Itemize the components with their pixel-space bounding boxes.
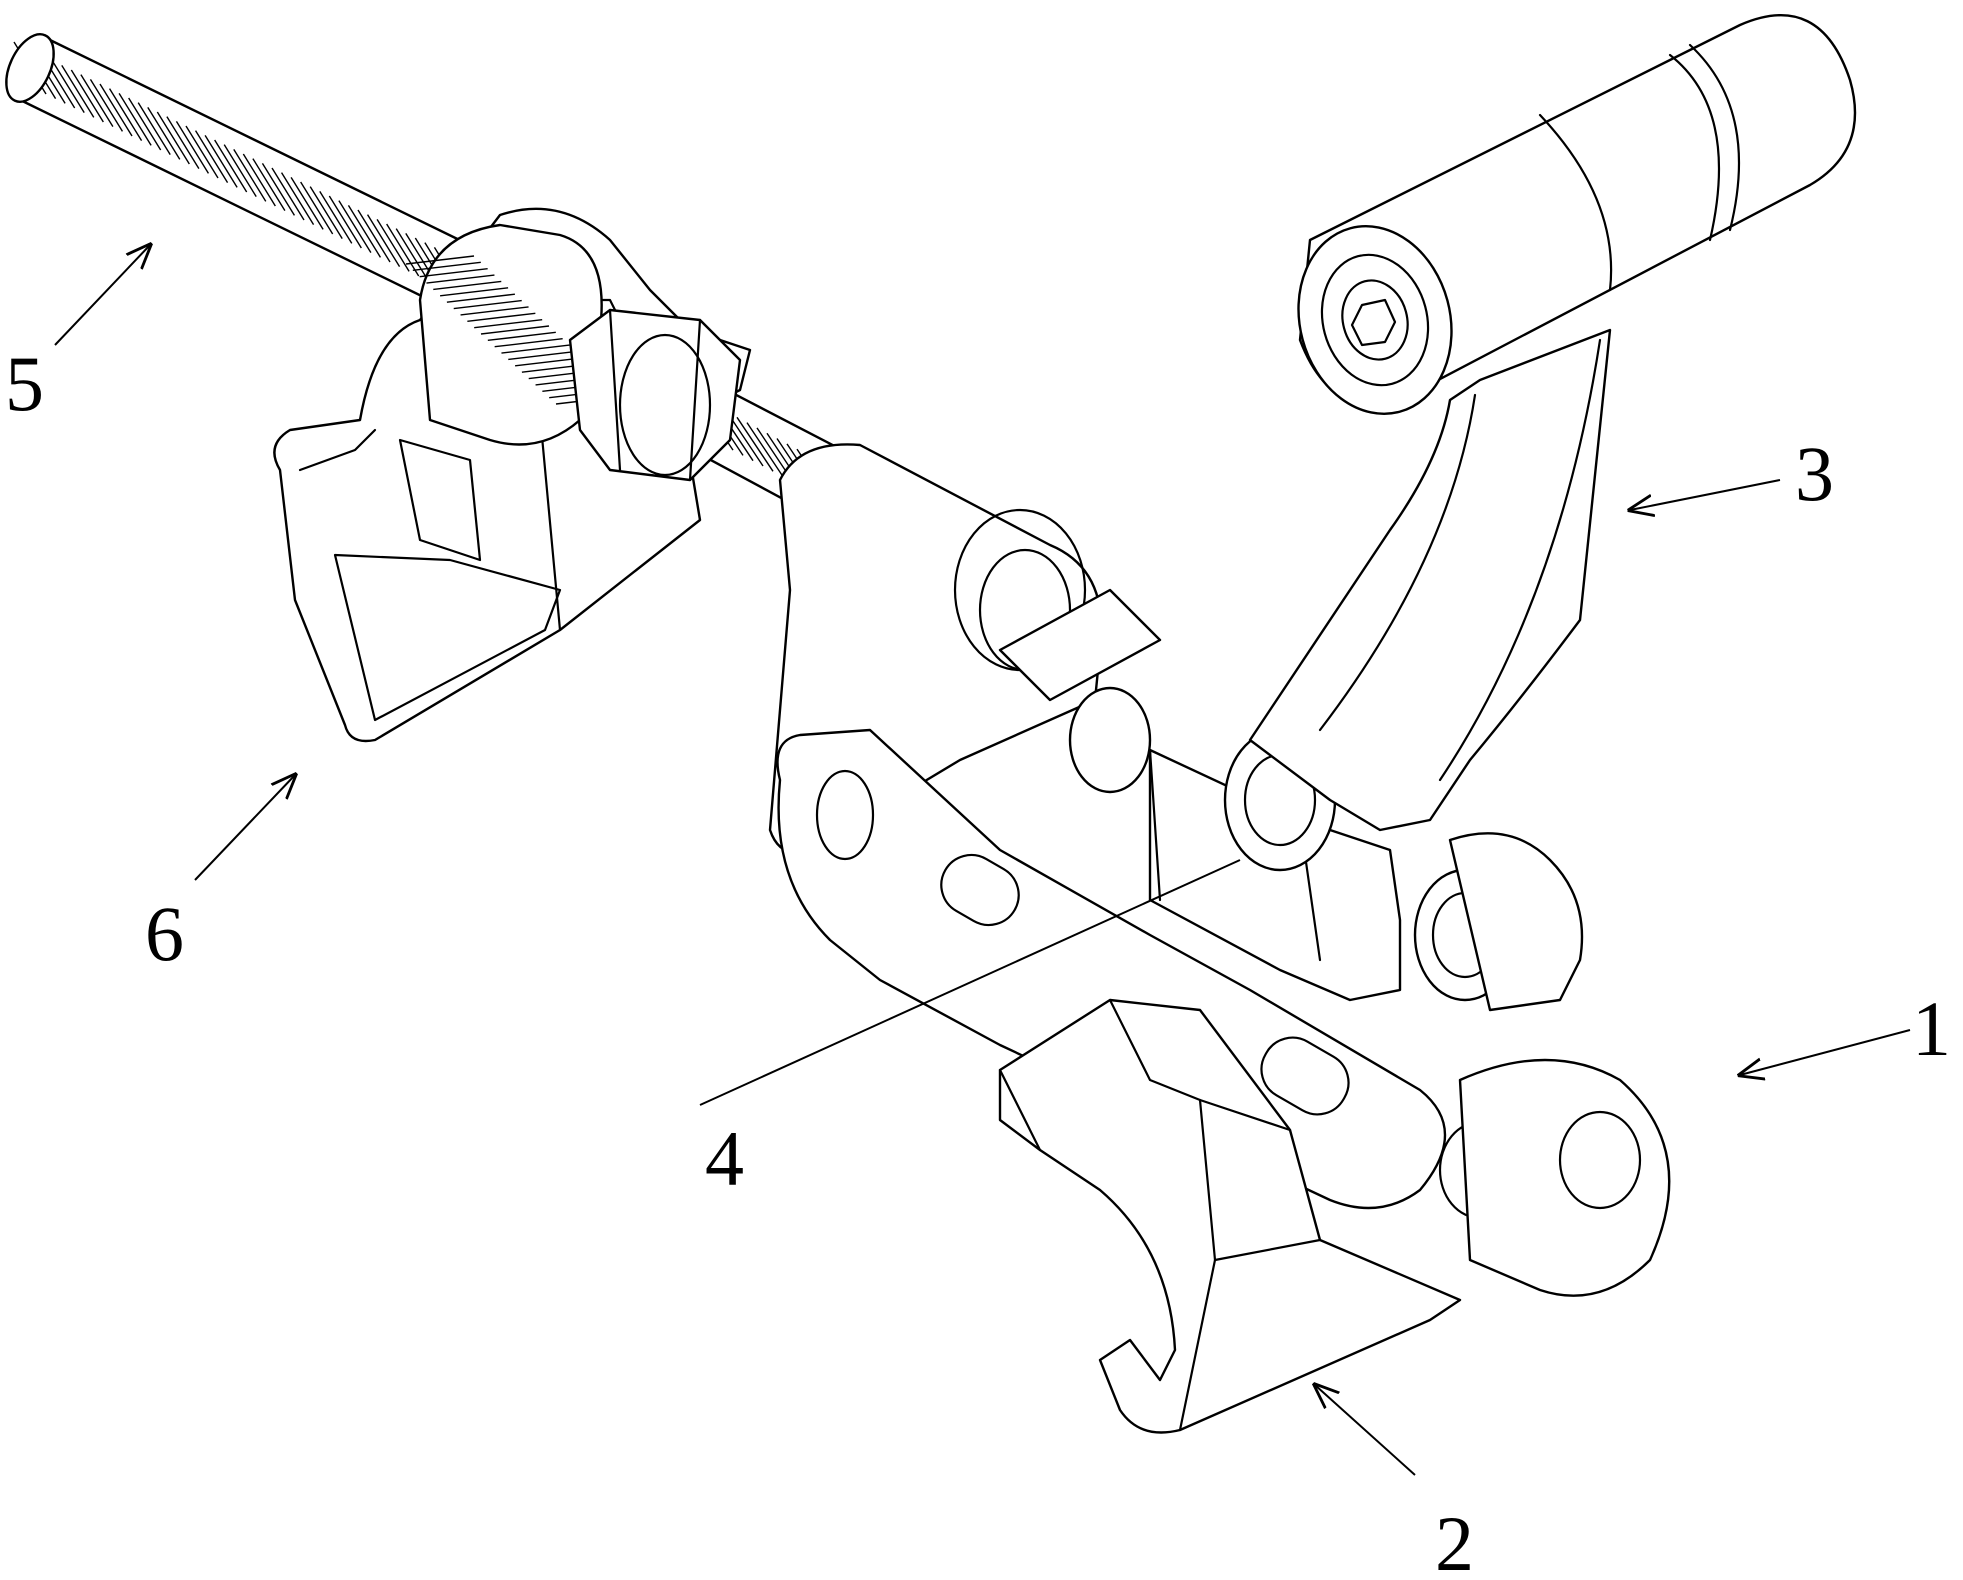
handle-arm bbox=[1250, 330, 1610, 830]
label-5: 5 bbox=[5, 340, 44, 427]
label-3-arrow bbox=[1630, 480, 1780, 510]
hook-jaw bbox=[1000, 1000, 1460, 1433]
label-4: 4 bbox=[705, 1115, 744, 1202]
label-6: 6 bbox=[145, 890, 184, 977]
label-2: 2 bbox=[1435, 1500, 1474, 1575]
label-2-arrow bbox=[1315, 1385, 1415, 1475]
label-1: 1 bbox=[1912, 985, 1951, 1072]
label-5-arrow bbox=[55, 245, 150, 345]
label-1-arrow bbox=[1740, 1030, 1910, 1075]
label-6-arrow bbox=[195, 775, 295, 880]
label-3: 3 bbox=[1795, 430, 1834, 517]
